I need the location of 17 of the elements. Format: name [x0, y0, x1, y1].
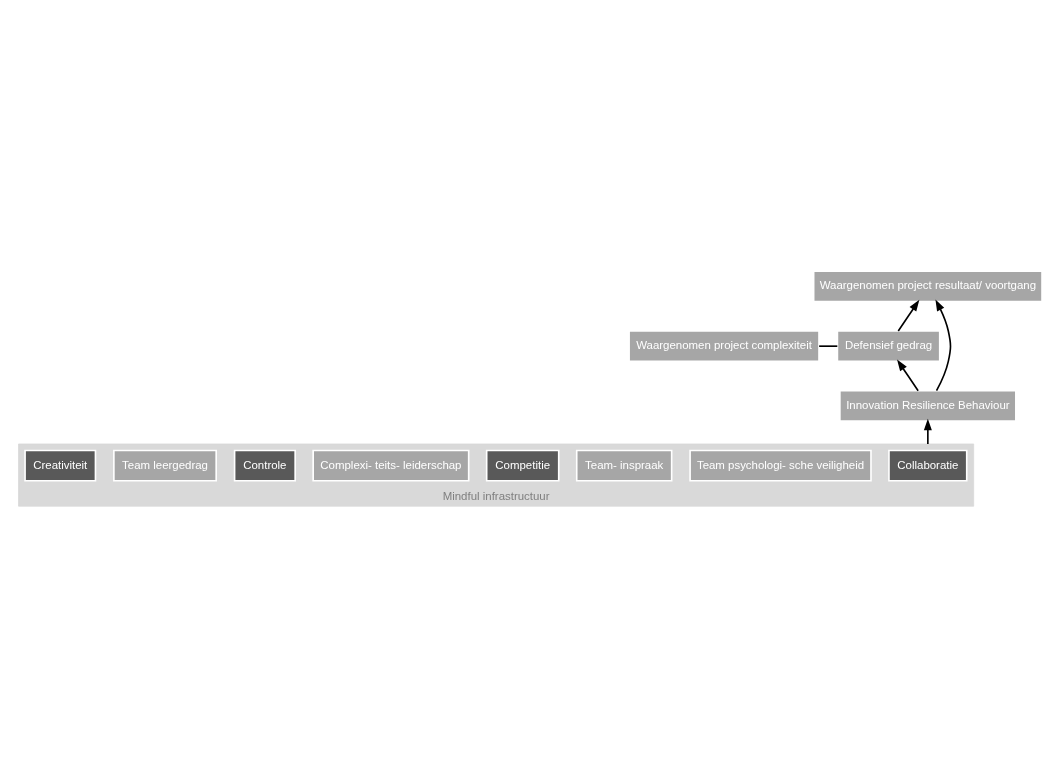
- node-box: Complexi- teits- leiderschap: [312, 449, 470, 482]
- node-box: Defensief gedrag: [836, 329, 941, 362]
- node-box: Innovation Resilience Behaviour: [839, 389, 1017, 422]
- arrow: [935, 298, 952, 391]
- arrow: [897, 359, 919, 392]
- connector: [818, 344, 839, 347]
- node-box: Collaboratie: [888, 449, 968, 482]
- node-box: Waargenomen project complexiteit: [628, 329, 820, 362]
- node-box: Team- inspraak: [575, 449, 673, 482]
- node-box: Competitie: [485, 449, 560, 482]
- node-box: Team leergedrag: [113, 449, 217, 482]
- arrow: [923, 418, 932, 445]
- node-box: Waargenomen project resultaat/ voortgang: [812, 269, 1043, 302]
- node-box: Creativiteit: [24, 449, 97, 482]
- arrow: [897, 299, 920, 332]
- node-box: Controle: [233, 449, 296, 482]
- node-box: Team psychologi- sche veiligheid: [689, 449, 872, 482]
